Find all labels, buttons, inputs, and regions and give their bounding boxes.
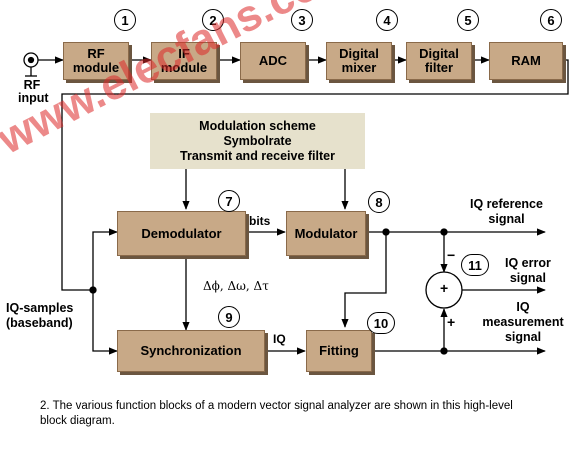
- digital-mixer-label: Digital mixer: [339, 46, 379, 75]
- number-badge-1: 1: [114, 9, 136, 31]
- iq-error-line1: IQ error: [505, 256, 551, 270]
- iq-samples-line2: (baseband): [6, 316, 73, 330]
- iq-reference-line1: IQ reference: [470, 197, 543, 211]
- deltas-label: Δϕ, Δω, Δτ: [203, 279, 269, 293]
- number-badge-7: 7: [218, 190, 240, 212]
- bits-label: bits: [249, 214, 271, 228]
- minus-sign: −: [447, 247, 456, 263]
- modulator-block: Modulator: [286, 211, 366, 256]
- demodulator-label: Demodulator: [141, 225, 222, 241]
- if-module-label: IF module: [160, 46, 208, 75]
- rf-module-block: RF module: [63, 42, 129, 80]
- iq-error-label: IQ error signal: [505, 256, 551, 286]
- rf-module-label: RF module: [72, 46, 120, 75]
- parameter-box: Modulation scheme Symbolrate Transmit an…: [150, 113, 365, 169]
- iq-reference-label: IQ reference signal: [470, 197, 543, 227]
- figure-caption: 2. The various function blocks of a mode…: [40, 400, 513, 427]
- iq-measurement-line3: signal: [504, 330, 542, 344]
- rf-input-line1: RF: [23, 78, 41, 92]
- number-badge-4: 4: [376, 9, 398, 31]
- iq-measurement-line1: IQ: [516, 300, 530, 314]
- number-badge-8: 8: [368, 191, 390, 213]
- param-symbolrate: Symbolrate: [223, 133, 292, 148]
- adc-block: ADC: [240, 42, 306, 80]
- plus-input-sign: +: [447, 314, 456, 330]
- synchronization-label: Synchronization: [140, 343, 242, 358]
- rf-input-label: RF input: [18, 78, 49, 105]
- ram-label: RAM: [511, 53, 541, 68]
- synchronization-block: Synchronization: [117, 330, 265, 372]
- demodulator-block: Demodulator: [117, 211, 246, 256]
- digital-mixer-block: Digital mixer: [326, 42, 392, 80]
- digital-filter-label: Digital filter: [419, 46, 459, 75]
- iq-label: IQ: [273, 332, 286, 346]
- param-modulation-scheme: Modulation scheme: [199, 118, 316, 133]
- digital-filter-block: Digital filter: [406, 42, 472, 80]
- ram-block: RAM: [489, 42, 563, 80]
- rf-input-line2: input: [18, 91, 49, 105]
- iq-reference-line2: signal: [488, 212, 525, 226]
- param-filter: Transmit and receive filter: [180, 148, 335, 163]
- number-badge-6: 6: [540, 9, 562, 31]
- number-badge-2: 2: [202, 9, 224, 31]
- modulator-label: Modulator: [294, 225, 358, 241]
- iq-samples-label: IQ-samples (baseband): [6, 301, 73, 331]
- number-badge-5: 5: [457, 9, 479, 31]
- number-badge-11: 11: [461, 254, 489, 276]
- if-module-block: IF module: [151, 42, 217, 80]
- adc-label: ADC: [258, 53, 288, 68]
- number-badge-9: 9: [218, 306, 240, 328]
- fitting-label: Fitting: [319, 343, 359, 358]
- fitting-block: Fitting: [306, 330, 372, 372]
- iq-samples-line1: IQ-samples: [6, 301, 74, 315]
- iq-measurement-line2: measurement: [482, 315, 564, 329]
- number-badge-3: 3: [291, 9, 313, 31]
- iq-error-line2: signal: [509, 271, 546, 285]
- number-badge-10: 10: [367, 312, 395, 334]
- iq-measurement-label: IQ measurement signal: [478, 300, 568, 345]
- summer-plus-sign: +: [440, 280, 449, 296]
